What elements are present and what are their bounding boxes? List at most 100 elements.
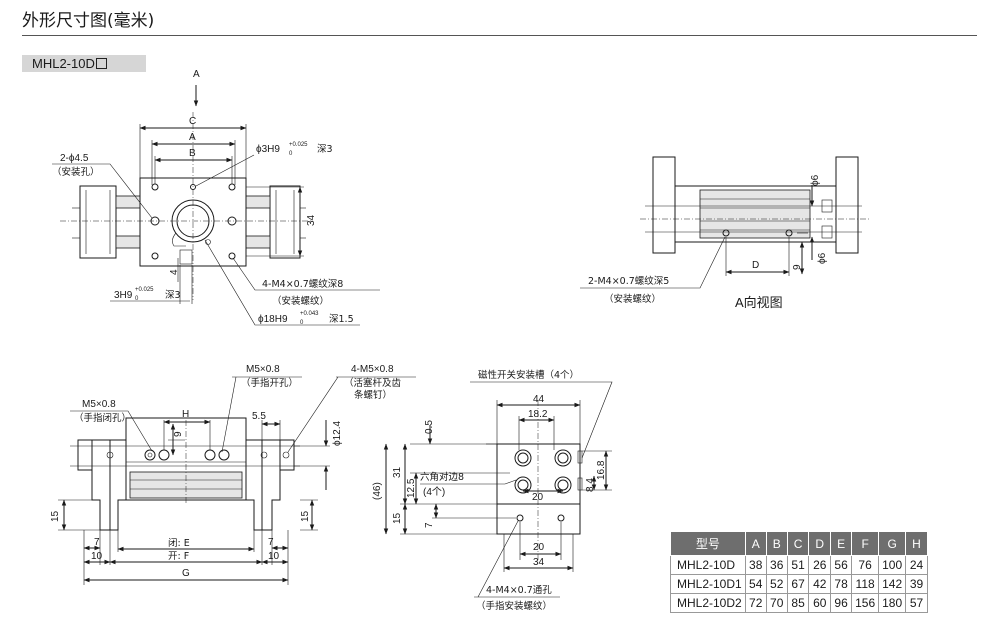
table-cell: 96	[830, 593, 853, 613]
callout-hex-qty: (4个)	[423, 486, 445, 498]
callout-bore-18: ϕ18H9	[258, 314, 288, 325]
table-cell: 24	[905, 555, 928, 575]
callout-piston-note2: 条螺钉）	[354, 389, 392, 401]
callout-bore-18-tol: +0.043	[300, 311, 319, 317]
callout-port-open: M5×0.8	[246, 364, 280, 375]
table-row: MHL2-10D1 54 52 67 42 78 118 142 39	[670, 574, 928, 594]
dim-a: A	[189, 132, 196, 143]
callout-pin-hole: 2-ϕ4.5	[60, 153, 89, 164]
callout-bore-18-tol0: 0	[300, 320, 304, 326]
callout-port-close-note: （手指闭孔）	[74, 412, 131, 424]
front-dim-15: 15	[50, 510, 61, 522]
table-header-row: 型号 A B C D E F G H	[670, 531, 928, 556]
front-dim-5-5: 5.5	[252, 411, 266, 422]
dim-b: B	[189, 148, 196, 159]
thread-hole-bl	[151, 252, 159, 260]
table-cell: 156	[851, 593, 880, 613]
table-cell: 51	[786, 555, 810, 575]
callout-port-close: M5×0.8	[82, 399, 116, 410]
side-thread-hole-left	[722, 229, 730, 237]
table-row: MHL2-10D2 72 70 85 60 96 156 180 57	[670, 593, 928, 613]
table-cell: MHL2-10D1	[670, 574, 746, 594]
callout-piston-note1: （活塞杆及齿	[344, 377, 402, 389]
end-dim-46: (46)	[372, 482, 383, 500]
end-dim-31: 31	[392, 466, 403, 478]
table-cell: MHL2-10D	[670, 555, 746, 575]
end-dim-7: 7	[424, 522, 435, 528]
side-rail-block	[699, 189, 811, 239]
table-cell: 26	[808, 555, 832, 575]
front-dim-g: G	[182, 568, 190, 579]
callout-thread-note: （安装螺纹）	[272, 295, 329, 307]
table-cell: 56	[830, 555, 853, 575]
front-dim-7b: 7	[268, 537, 274, 548]
dimension-table: 型号 A B C D E F G H MHL2-10D 38 36 51 26 …	[670, 531, 928, 613]
table-header: F	[851, 531, 880, 556]
thread-hole-br	[228, 252, 236, 260]
view-arrow-label: A	[193, 69, 200, 80]
left-jaw	[79, 185, 117, 259]
right-end-cap	[279, 439, 295, 471]
end-dim-44: 44	[533, 394, 545, 405]
switch-slot-2	[577, 477, 583, 491]
model-badge: MHL2-10D	[22, 55, 146, 72]
table-cell: 52	[765, 574, 788, 594]
table-cell: 76	[851, 555, 880, 575]
table-header: 型号	[670, 531, 746, 556]
table-cell: 70	[765, 593, 788, 613]
callout-thread: 4-M4×0.7螺纹深8	[262, 278, 343, 290]
table-cell: 57	[905, 593, 928, 613]
left-end-cap	[77, 439, 93, 471]
side-callout-thread: 2-M4×0.7螺纹深5	[588, 275, 669, 287]
callout-thru-note: （手指安装螺纹）	[476, 600, 552, 612]
callout-slot-depth: 深3	[165, 290, 181, 301]
front-dim-9: 9	[173, 431, 184, 437]
table-header: E	[830, 531, 853, 556]
port-open-right	[218, 449, 230, 461]
thru-hole-left	[516, 514, 524, 522]
thru-hole-right	[557, 514, 565, 522]
callout-piston: 4-M5×0.8	[351, 364, 394, 375]
end-dim-20b: 20	[533, 542, 545, 553]
port-close-left	[144, 449, 156, 461]
right-rail-upper	[245, 195, 271, 209]
left-rail-lower	[115, 235, 141, 249]
side-view-caption: A向视图	[735, 295, 783, 310]
callout-slot-tol: +0.025	[135, 287, 154, 293]
dim-4: 4	[169, 269, 180, 275]
table-cell: 78	[830, 574, 853, 594]
table-cell: 72	[744, 593, 767, 613]
hex-port-3	[554, 449, 572, 467]
end-dim-20a: 20	[532, 492, 544, 503]
switch-slot-1	[577, 450, 583, 464]
side-dim-d: D	[752, 260, 759, 271]
table-cell: 60	[808, 593, 832, 613]
front-dim-7a: 7	[94, 537, 100, 548]
table-header: B	[765, 531, 788, 556]
end-finger	[496, 503, 581, 535]
table-header: D	[808, 531, 832, 556]
title-rule	[22, 35, 977, 36]
table-cell: 118	[851, 574, 880, 594]
table-header: G	[878, 531, 907, 556]
side-jaw-left	[652, 156, 676, 254]
table-cell: 100	[878, 555, 907, 575]
dim-c: C	[189, 116, 196, 127]
callout-bore-3: ϕ3H9	[256, 144, 280, 155]
end-dim-12-5: 12.5	[406, 478, 417, 498]
table-header: H	[905, 531, 928, 556]
table-cell: 67	[786, 574, 810, 594]
side-dim-d6b: ϕ6	[817, 252, 828, 264]
end-dim-8-4: 8.4	[585, 478, 596, 492]
front-dim-d12-4: ϕ12.4	[332, 420, 343, 446]
end-dim-34: 34	[533, 557, 545, 568]
callout-thru: 4-M4×0.7通孔	[486, 585, 552, 596]
callout-hex: 六角对边8	[420, 471, 464, 483]
side-jaw-right	[835, 156, 859, 254]
callout-bore-3-tol: +0.025	[289, 142, 308, 148]
callout-slot-tol0: 0	[135, 296, 139, 302]
callout-slot: 3H9	[114, 290, 133, 301]
table-cell: 38	[744, 555, 767, 575]
side-view-a: D ϕ6 ϕ6 9 2-M4×0.7螺纹深5 （安装螺纹） A向视图	[580, 156, 870, 310]
callout-pin-hole-note: （安装孔）	[52, 166, 100, 178]
